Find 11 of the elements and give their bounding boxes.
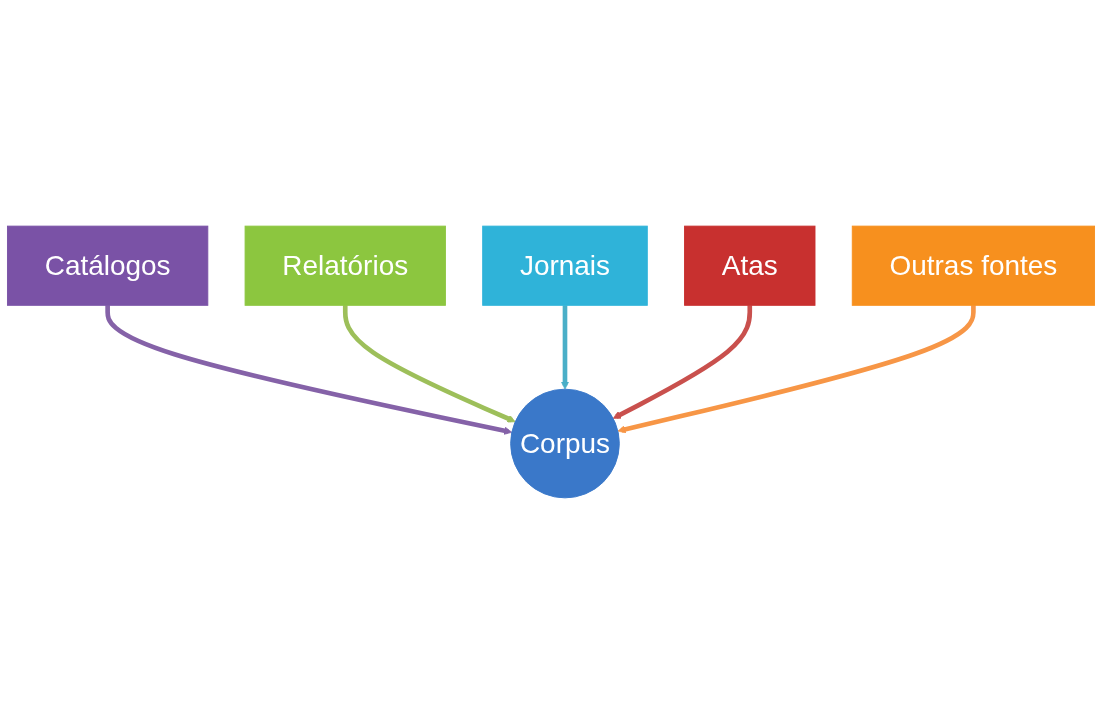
node-box: Relatórios (244, 225, 446, 306)
node-box: Outras fontes (851, 225, 1095, 306)
arrow (617, 305, 976, 434)
node-box: Jornais (482, 225, 648, 306)
arrow (560, 305, 570, 390)
arrow (342, 305, 516, 423)
arrow (612, 305, 753, 419)
node-box: Atas (684, 225, 816, 306)
node-circle: Corpus (510, 388, 620, 499)
node-box: Catálogos (7, 225, 209, 306)
arrow (105, 305, 513, 435)
